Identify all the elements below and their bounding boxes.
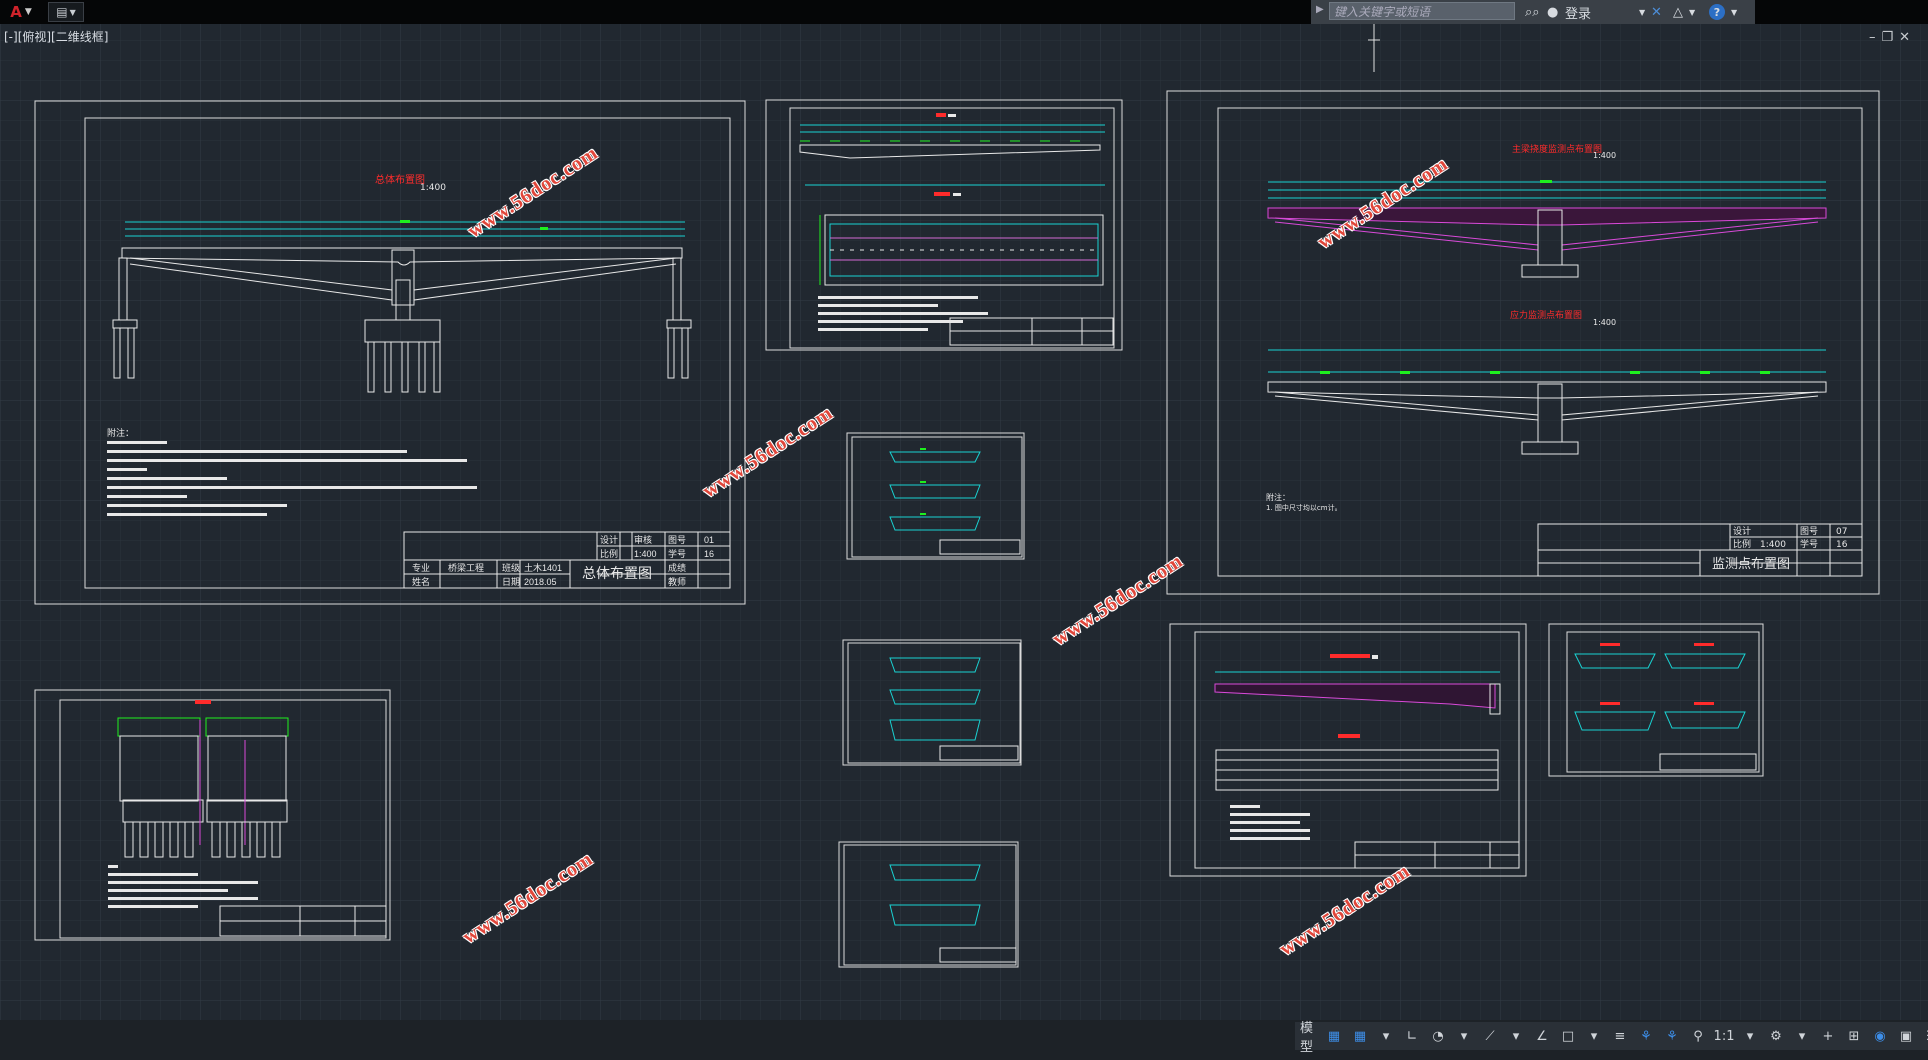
status-tray: 模型 ▦ ▦ ▾ ∟ ◔ ▾ ⟋ ▾ ∠ □ ▾ ≡ ⚘ ⚘ ⚲ 1:1 ▾ ⚙…	[1295, 1021, 1928, 1055]
expand-arrow-icon[interactable]: ▶	[1316, 4, 1324, 15]
chevron-down-icon[interactable]: ▾	[1798, 1028, 1806, 1044]
title-bar: A▼ ▤▼ ▶ 键入关键字或短语 ⌕⌕ ● 登录 ▼ ✕ △ ▼ ? ▼	[0, 0, 1928, 24]
teacher-label: 教师	[668, 576, 686, 587]
chevron-down-icon[interactable]: ▾	[1460, 1028, 1468, 1044]
notes-heading: 附注：	[107, 427, 134, 439]
major-label: 专业	[412, 562, 430, 573]
monitor-note-1: 1. 图中尺寸均以cm计。	[1266, 503, 1342, 512]
sub2-scale: 1:400	[1593, 318, 1616, 327]
chevron-down-icon[interactable]: ▾	[1512, 1028, 1520, 1044]
date-value: 2018.05	[524, 577, 557, 587]
chevron-down-icon: ▼	[24, 7, 32, 17]
viewport-controls[interactable]: [-][俯视][二维线框]	[4, 30, 109, 44]
hardware-accel-icon[interactable]: ⊞	[1848, 1028, 1860, 1044]
clean-screen-icon[interactable]: ▣	[1899, 1028, 1913, 1044]
grade-label: 成绩	[668, 562, 686, 573]
annotation-scale-value[interactable]: 1:1	[1713, 1028, 1735, 1044]
sheet-girder-layout[interactable]	[765, 99, 1123, 351]
monitor-sheet-label: 学号	[1800, 538, 1818, 550]
exchange-icon[interactable]: ✕	[1651, 4, 1662, 20]
isolate-icon[interactable]: ◉	[1874, 1028, 1886, 1044]
close-icon[interactable]: ✕	[1899, 30, 1916, 45]
login-button[interactable]: 登录	[1565, 6, 1592, 22]
drawing-canvas[interactable]: 总体布置图 1:400 附注：	[0, 24, 1928, 1020]
drawing-no-label: 图号	[668, 535, 686, 545]
chevron-down-icon[interactable]: ▼	[1639, 7, 1646, 17]
chevron-down-icon[interactable]: ▾	[1382, 1028, 1390, 1044]
object-track-icon[interactable]: □	[1561, 1028, 1575, 1044]
sheet-section-c[interactable]	[838, 841, 1019, 968]
minimize-icon[interactable]: –	[1868, 30, 1882, 45]
monitor-scale-value: 1:400	[1760, 540, 1786, 550]
chevron-down-icon: ▼	[69, 7, 76, 17]
chevron-down-icon[interactable]: ▾	[1590, 1028, 1598, 1044]
sheet-section-a[interactable]	[846, 432, 1025, 560]
date-label: 日期	[502, 577, 520, 587]
sub1-title: 主梁挠度监测点布置图	[1512, 143, 1602, 155]
restore-icon[interactable]: ❐	[1881, 30, 1900, 45]
workspace-icon: ▤	[56, 5, 68, 19]
auto-scale-icon[interactable]: ⚘	[1666, 1028, 1678, 1044]
major-value: 桥梁工程	[448, 562, 484, 573]
isometric-icon[interactable]: ⟋	[1485, 1028, 1495, 1044]
plan-title: 总体布置图	[375, 173, 425, 186]
review-label: 审核	[634, 534, 652, 545]
annotation-visibility-icon[interactable]: ⚘	[1640, 1028, 1652, 1044]
window-controls: –❐✕	[1869, 30, 1916, 45]
sheet-pier-section[interactable]	[34, 689, 391, 941]
help-icon[interactable]: ?	[1709, 4, 1725, 20]
monitor-sheet-value: 16	[1836, 540, 1848, 550]
drawing-no-value: 01	[704, 535, 714, 545]
osnap-icon[interactable]: ∠	[1536, 1028, 1548, 1044]
sub2-title: 应力监测点布置图	[1510, 309, 1582, 321]
sheet-section-b[interactable]	[842, 639, 1022, 766]
monitor-sheet-title: 监测点布置图	[1712, 557, 1790, 572]
search-input[interactable]: 键入关键字或短语	[1329, 2, 1515, 20]
sheet-section-grid[interactable]	[1548, 623, 1764, 777]
monitor-drawing-no-label: 图号	[1800, 526, 1818, 537]
sheet-monitor-plan[interactable]: 主梁挠度监测点布置图 1:400 应力监测点布置图 1:400 附注： 1. 图…	[1166, 90, 1880, 595]
design-label: 设计	[600, 534, 618, 545]
annotation-scale-icon[interactable]: ⚲	[1693, 1028, 1703, 1044]
sheet-value: 16	[704, 549, 714, 559]
sub1-scale: 1:400	[1593, 151, 1616, 160]
class-label: 班级	[502, 562, 520, 573]
scale-label: 比例	[600, 548, 618, 559]
ortho-icon[interactable]: ∟	[1406, 1028, 1418, 1044]
autocad-logo-icon: A	[10, 3, 22, 21]
name-label: 姓名	[412, 576, 430, 587]
chevron-down-icon[interactable]: ▼	[1689, 7, 1696, 17]
binoculars-icon[interactable]: ⌕⌕	[1525, 4, 1540, 20]
sheet-cantilever-table[interactable]	[1169, 623, 1527, 877]
sheet-general-plan[interactable]: 总体布置图 1:400 附注：	[34, 100, 746, 605]
scale-value: 1:400	[634, 549, 657, 559]
chevron-down-icon[interactable]: ▼	[1731, 7, 1738, 17]
chevron-down-icon[interactable]: ▾	[1746, 1028, 1754, 1044]
stay-connected-icon[interactable]: △	[1673, 4, 1683, 20]
workspace-gear-icon[interactable]: ⚙	[1770, 1028, 1782, 1044]
infocenter: ▶ 键入关键字或短语 ⌕⌕ ● 登录 ▼ ✕ △ ▼ ? ▼	[1311, 0, 1755, 24]
user-icon[interactable]: ●	[1547, 4, 1559, 20]
monitor-notes-heading: 附注：	[1266, 492, 1290, 502]
add-scale-icon[interactable]: +	[1822, 1028, 1834, 1044]
monitor-scale-label: 比例	[1733, 538, 1751, 550]
lineweight-icon[interactable]: ≡	[1614, 1028, 1626, 1044]
grid-icon[interactable]: ▦	[1327, 1028, 1341, 1044]
monitor-design-label: 设计	[1733, 525, 1751, 537]
sheet-label: 学号	[668, 548, 686, 559]
plan-scale: 1:400	[420, 183, 446, 193]
monitor-drawing-no: 07	[1836, 527, 1847, 537]
class-value: 土木1401	[524, 562, 562, 573]
snap-icon[interactable]: ▦	[1353, 1028, 1367, 1044]
polar-icon[interactable]: ◔	[1432, 1028, 1444, 1044]
model-tab[interactable]: 模型	[1300, 1021, 1314, 1055]
quick-access-button[interactable]: ▤▼	[48, 2, 84, 22]
sheet-title: 总体布置图	[582, 565, 652, 581]
app-menu-button[interactable]: A▼	[2, 2, 40, 22]
customize-icon[interactable]: ☰	[1924, 1025, 1928, 1047]
